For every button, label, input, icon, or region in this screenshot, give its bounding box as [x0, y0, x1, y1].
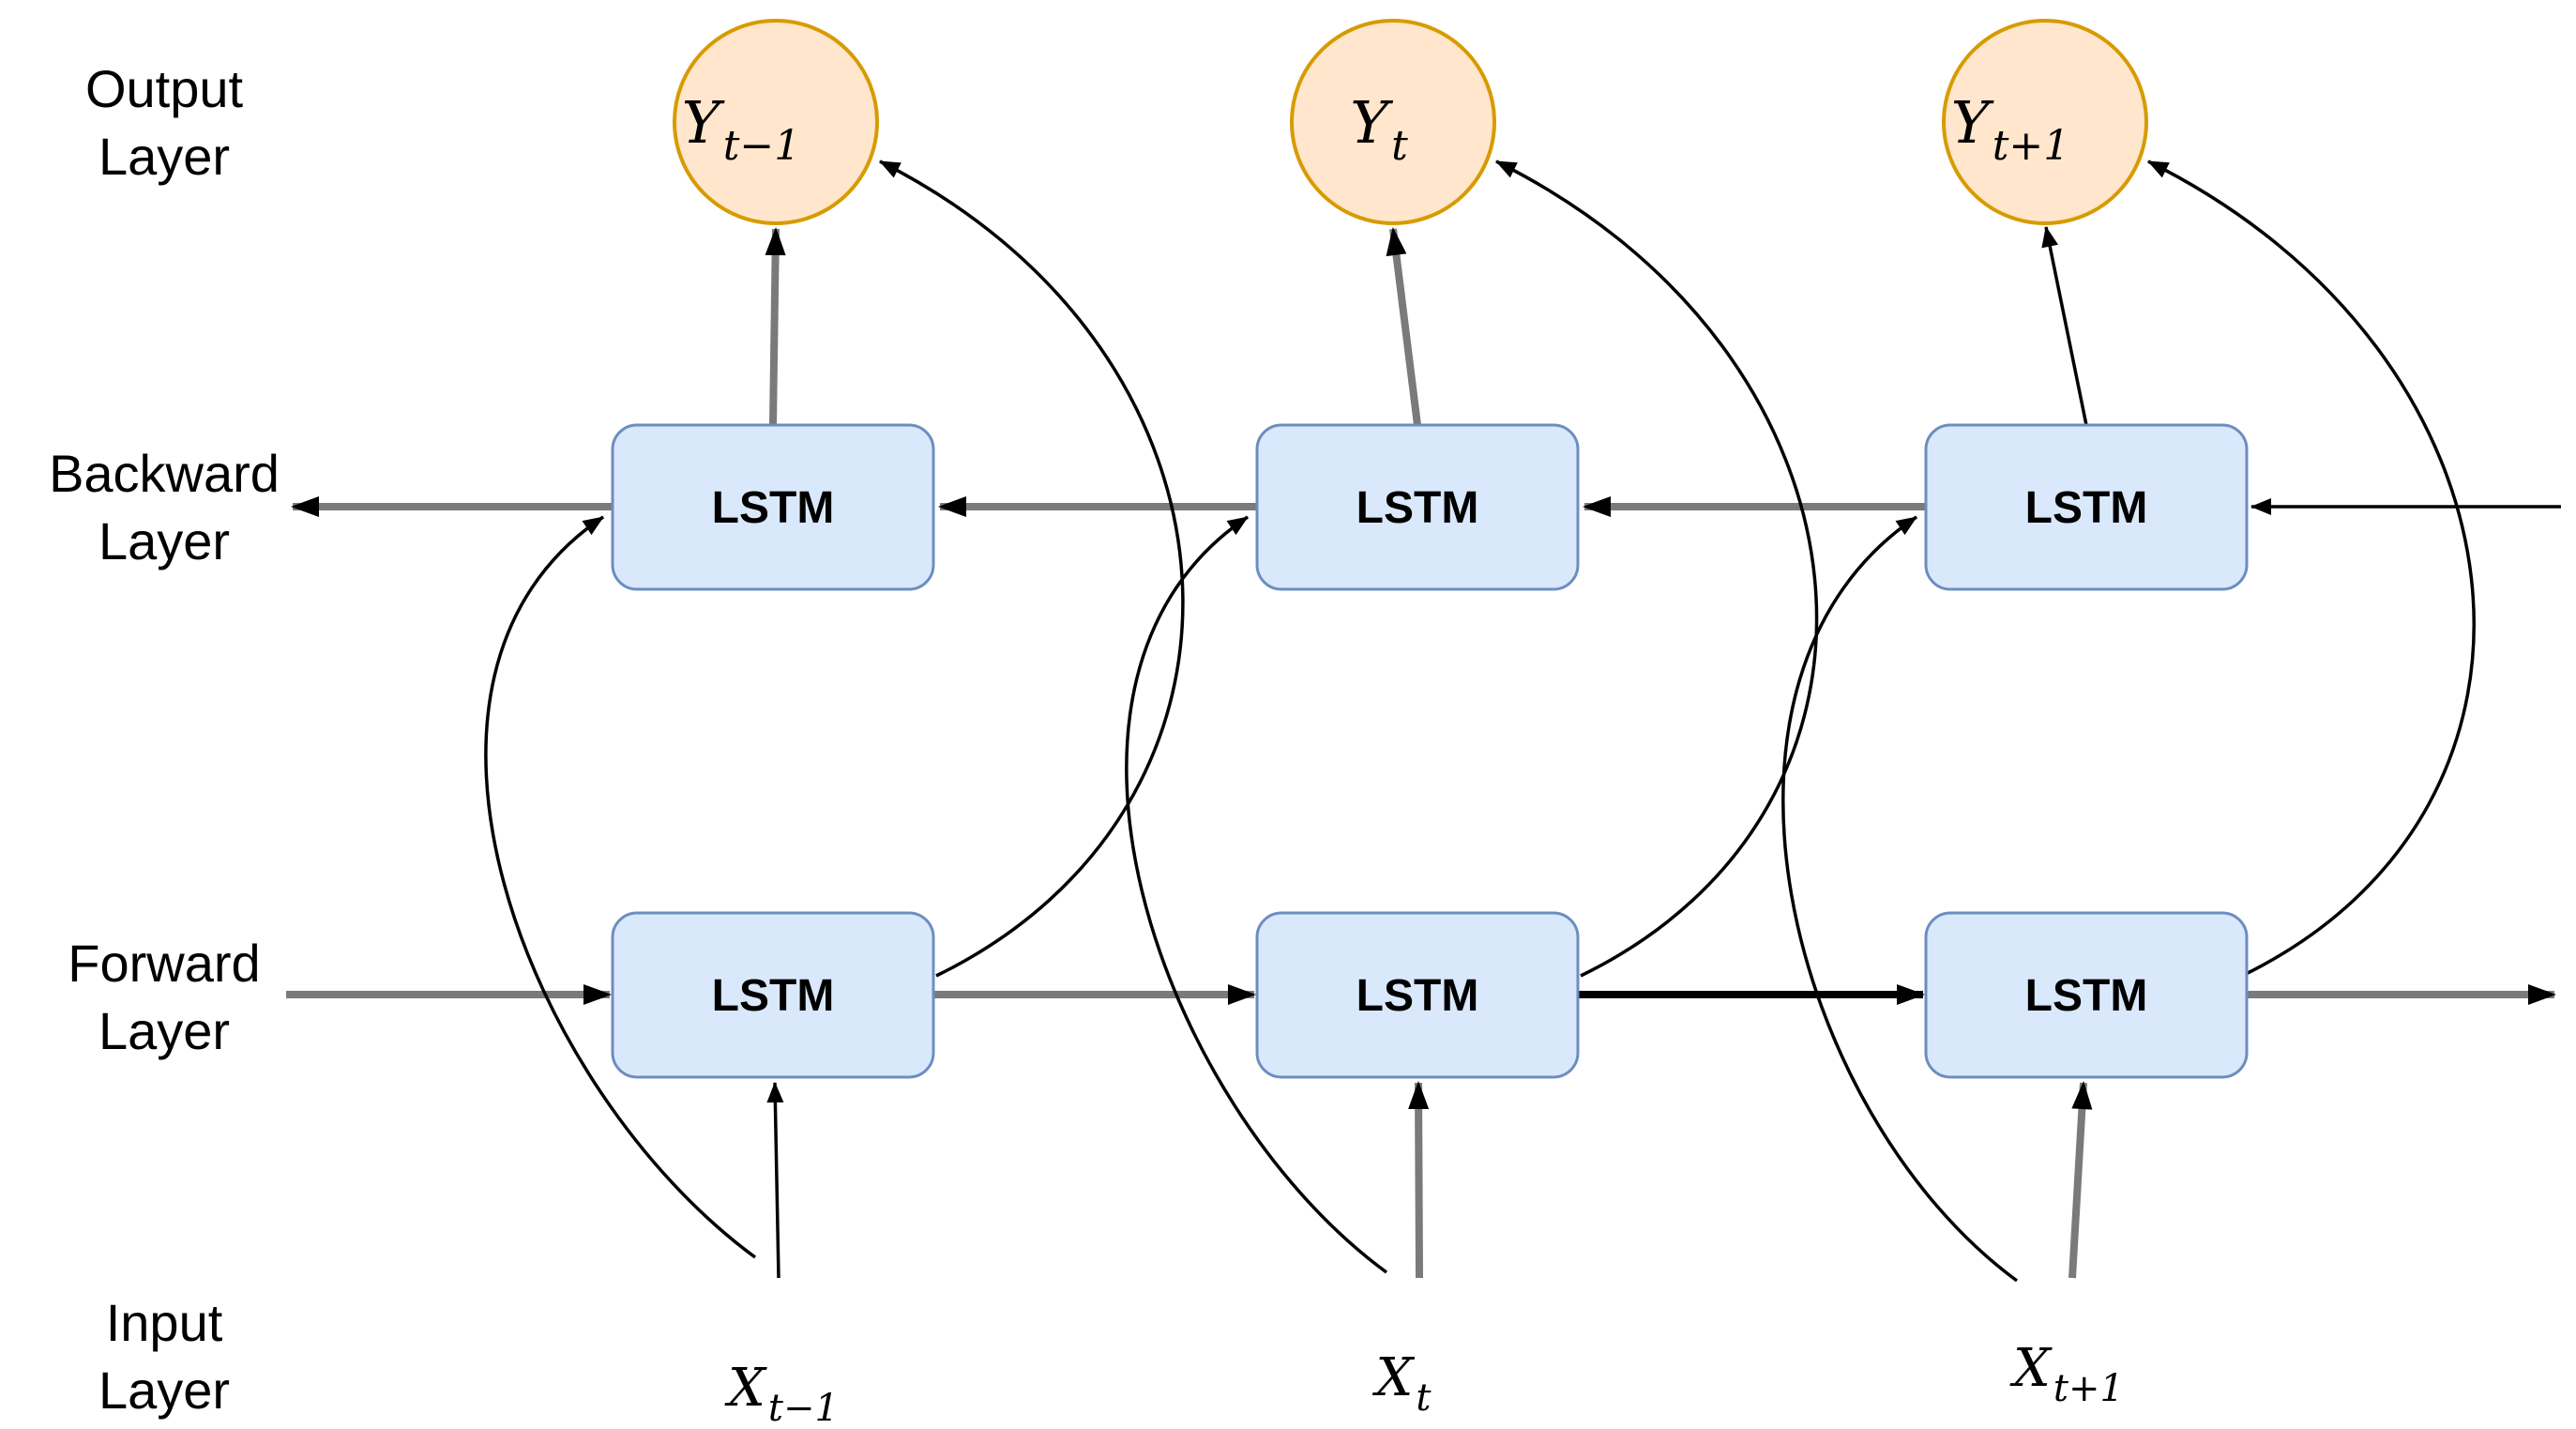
backward-lstm-2: LSTM [1255, 423, 1580, 591]
input-to-forward-arrow-t [1408, 1081, 1430, 1279]
forward-lstm-2: LSTM [1255, 911, 1580, 1079]
row-label-backward-layer: Backward Layer [49, 444, 280, 570]
input-to-forward-arrow-t+1 [2068, 1081, 2093, 1279]
row-label-input-layer: Input Layer [98, 1293, 230, 1420]
backward-to-output-arrow-t+1 [2041, 226, 2088, 426]
output-node-label: Yt+1 [1951, 88, 2069, 170]
output-node-t+1: Yt+1 [1942, 19, 2148, 225]
backward-lstm-1: LSTM [611, 423, 935, 591]
output-node-label: Yt [1350, 88, 1408, 170]
backward-lstm-label: LSTM [1356, 483, 1479, 533]
forward-to-output-curve-t [1495, 160, 1819, 978]
backward-lstm-3: LSTM [1924, 423, 2249, 591]
input-to-backward-curve-t+1 [1781, 515, 2019, 1283]
forward-to-output-curve-t+1 [2147, 160, 2476, 978]
forward-lstm-1: LSTM [611, 911, 935, 1079]
row-label-line: Backward [49, 444, 280, 503]
output-node-label: Yt−1 [682, 88, 800, 170]
backward-to-output-arrow-t [1386, 227, 1421, 426]
forward-to-output-curve-t-1 [879, 160, 1185, 978]
forward-lstm-label: LSTM [2025, 971, 2148, 1021]
input-node-t-1: Xt−1 [724, 1358, 839, 1429]
forward-lstm-label: LSTM [1356, 971, 1479, 1021]
output-node-t-1: Yt−1 [673, 19, 879, 225]
row-label-output-layer: Output Layer [85, 59, 244, 186]
output-node-t: Yt [1290, 19, 1496, 225]
row-label-line: Input [106, 1293, 223, 1352]
input-to-backward-curve-t [1125, 515, 1388, 1274]
row-label-line: Forward [68, 934, 260, 993]
row-label-line: Output [85, 59, 244, 118]
forward-lstm-label: LSTM [712, 971, 835, 1021]
input-node-t: Xt [1372, 1347, 1432, 1420]
forward-lstm-3: LSTM [1924, 911, 2249, 1079]
input-node-t+1: Xt+1 [2009, 1338, 2124, 1410]
row-label-line: Layer [98, 1361, 230, 1420]
backward-lstm-label: LSTM [712, 483, 835, 533]
row-label-forward-layer: Forward Layer [68, 934, 260, 1060]
row-label-line: Layer [98, 511, 230, 570]
input-to-forward-arrow-t-1 [766, 1082, 784, 1279]
row-label-line: Layer [98, 127, 230, 186]
input-to-backward-curve-t-1 [484, 515, 757, 1259]
row-label-line: Layer [98, 1001, 230, 1060]
backward-lstm-label: LSTM [2025, 483, 2148, 533]
backward-to-output-arrow-t-1 [765, 227, 786, 426]
